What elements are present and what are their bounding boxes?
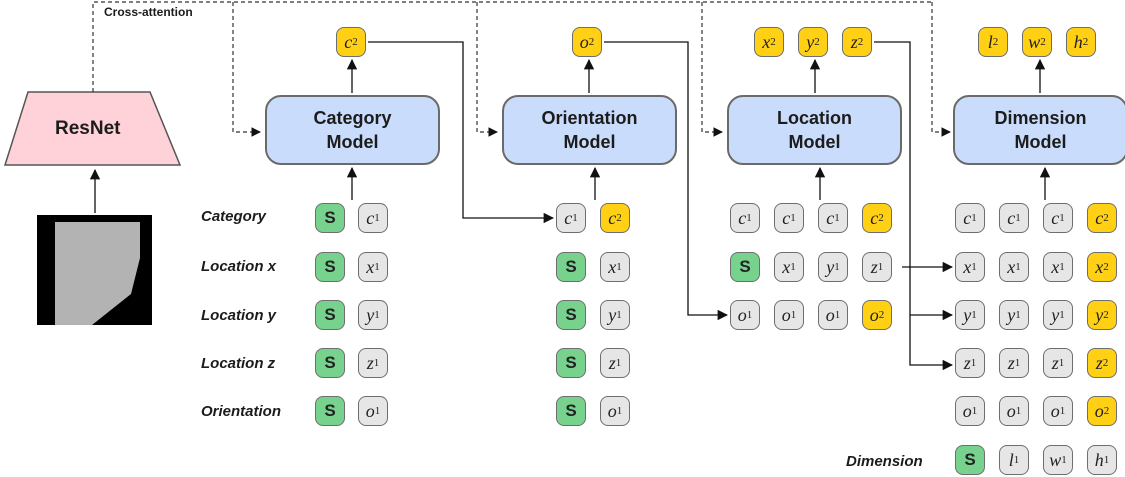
cross-attention-lines <box>92 1 951 137</box>
cross-attention-label: Cross-attention <box>104 5 193 19</box>
model-subtitle: Model <box>563 132 616 152</box>
resnet-encoder-shape <box>3 91 182 166</box>
row-label-dimension: Dimension <box>846 453 923 470</box>
model-subtitle: Model <box>326 132 379 152</box>
input-mask-image <box>37 215 152 325</box>
model-title: Category <box>313 108 392 128</box>
row-label-location-x: Location x <box>201 258 277 275</box>
model-title: Orientation <box>541 108 638 128</box>
model-subtitle: Model <box>1014 132 1067 152</box>
start-token: S <box>556 300 586 330</box>
row-label-location-y: Location y <box>201 307 277 324</box>
model-title: Location <box>777 108 852 128</box>
row-label-location-z: Location z <box>201 355 276 372</box>
start-token: S <box>315 348 345 378</box>
start-token: S <box>730 252 760 282</box>
start-token: S <box>556 396 586 426</box>
resnet-label: ResNet <box>55 118 121 139</box>
start-token: S <box>315 252 345 282</box>
z2-route-arrow <box>874 41 954 371</box>
row-label-orientation: Orientation <box>201 403 282 420</box>
row-label-category: Category <box>201 208 267 225</box>
model-title: Dimension <box>994 108 1087 128</box>
o2-route-arrow <box>604 41 729 321</box>
start-token: S <box>315 300 345 330</box>
c2-route-arrow <box>368 41 555 224</box>
start-token: S <box>556 348 586 378</box>
start-token: S <box>556 252 586 282</box>
start-token: S <box>315 396 345 426</box>
start-token: S <box>315 203 345 233</box>
model-subtitle: Model <box>788 132 841 152</box>
start-token: S <box>955 445 985 475</box>
